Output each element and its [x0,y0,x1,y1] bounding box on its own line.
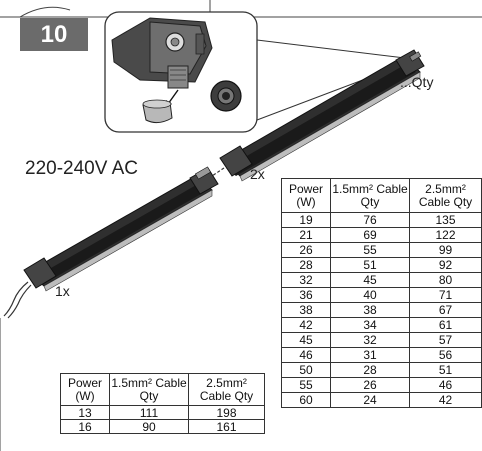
header-power: Power (W) [281,178,331,213]
cell-cable-1-5: 26 [330,377,410,393]
cell-cable-2-5: 92 [409,257,482,273]
cell-cable-2-5: 71 [409,287,482,303]
cable-quantity-table-main: Power (W) 1.5mm² Cable Qty 2.5mm² Cable … [281,178,482,408]
cell-power: 28 [281,257,331,273]
cable-quantity-table-small: Power (W) 1.5mm² Cable Qty 2.5mm² Cable … [60,373,265,434]
step-number: 10 [40,20,68,48]
cell-cable-2-5: 61 [409,317,482,333]
cell-cable-1-5: 24 [330,392,410,408]
cell-cable-1-5: 31 [330,347,410,363]
cell-cable-1-5: 51 [330,257,410,273]
cell-cable-2-5: 99 [409,242,482,258]
fixture-second [211,49,425,182]
header-cable-2-5: 2.5mm² Cable Qty [188,373,265,406]
first-fixture-label: 1x [55,283,70,299]
cell-cable-1-5: 90 [109,419,189,434]
cell-power: 26 [281,242,331,258]
cell-cable-2-5: 56 [409,347,482,363]
cell-cable-2-5: 80 [409,272,482,288]
cell-power: 55 [281,377,331,393]
cell-cable-2-5: 67 [409,302,482,318]
cell-cable-2-5: 198 [188,405,265,420]
cell-power: 32 [281,272,331,288]
cell-cable-1-5: 34 [330,317,410,333]
header-power: Power (W) [60,373,110,406]
cell-cable-2-5: 161 [188,419,265,434]
cell-cable-1-5: 28 [330,362,410,378]
cell-cable-2-5: 135 [409,212,482,228]
cell-power: 45 [281,332,331,348]
cell-power: 36 [281,287,331,303]
connector-detail-callout [104,11,406,133]
fixture-first [3,166,219,319]
cell-cable-1-5: 40 [330,287,410,303]
cell-cable-1-5: 45 [330,272,410,288]
header-cable-1-5: 1.5mm² Cable Qty [109,373,189,406]
cell-power: 50 [281,362,331,378]
cell-power: 60 [281,392,331,408]
cell-cable-2-5: 122 [409,227,482,243]
quantity-label: ...Qty [400,74,434,90]
cell-power: 38 [281,302,331,318]
cell-power: 16 [60,419,110,434]
header-cable-2-5: 2.5mm² Cable Qty [409,178,482,213]
cell-cable-2-5: 51 [409,362,482,378]
cell-cable-1-5: 111 [109,405,189,420]
cell-cable-2-5: 46 [409,377,482,393]
second-fixture-label: 2x [250,166,265,182]
cell-power: 19 [281,212,331,228]
table-header-row: Power (W) 1.5mm² Cable Qty 2.5mm² Cable … [281,178,482,213]
voltage-label: 220-240V AC [25,158,139,179]
cell-power: 42 [281,317,331,333]
table-header-row: Power (W) 1.5mm² Cable Qty 2.5mm² Cable … [60,373,265,406]
header-cable-1-5: 1.5mm² Cable Qty [330,178,410,213]
step-number-badge: 10 [20,18,88,51]
cell-cable-1-5: 69 [330,227,410,243]
cell-cable-1-5: 76 [330,212,410,228]
cell-power: 21 [281,227,331,243]
cell-power: 46 [281,347,331,363]
cell-cable-1-5: 55 [330,242,410,258]
cell-cable-1-5: 32 [330,332,410,348]
cell-cable-2-5: 57 [409,332,482,348]
cell-cable-2-5: 42 [409,392,482,408]
cell-power: 13 [60,405,110,420]
cell-cable-1-5: 38 [330,302,410,318]
